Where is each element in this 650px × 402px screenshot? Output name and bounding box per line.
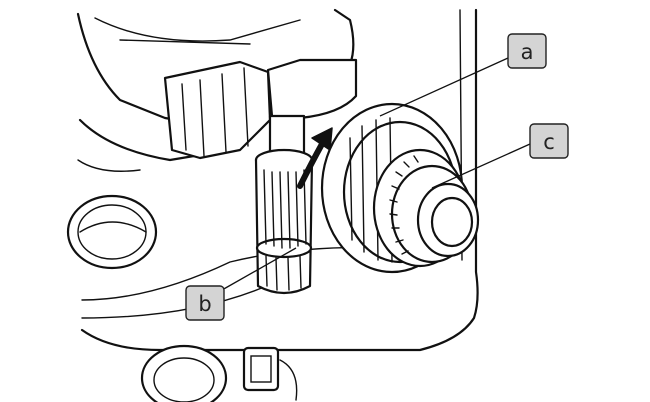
stage-clip-block bbox=[163, 60, 272, 160]
fine-focus-scale bbox=[389, 155, 419, 255]
callout-a: a bbox=[379, 33, 547, 117]
svg-text:c: c bbox=[543, 130, 555, 154]
svg-text:a: a bbox=[521, 40, 534, 64]
rotation-arrow-icon bbox=[297, 127, 333, 189]
lens-ring bbox=[66, 194, 158, 270]
callout-b: b bbox=[185, 247, 297, 321]
condenser-adjustment-knob bbox=[254, 148, 314, 295]
base-controls bbox=[140, 344, 298, 402]
focus-knob-assembly bbox=[320, 102, 480, 274]
callout-c: c bbox=[431, 123, 569, 189]
svg-text:b: b bbox=[198, 292, 211, 316]
